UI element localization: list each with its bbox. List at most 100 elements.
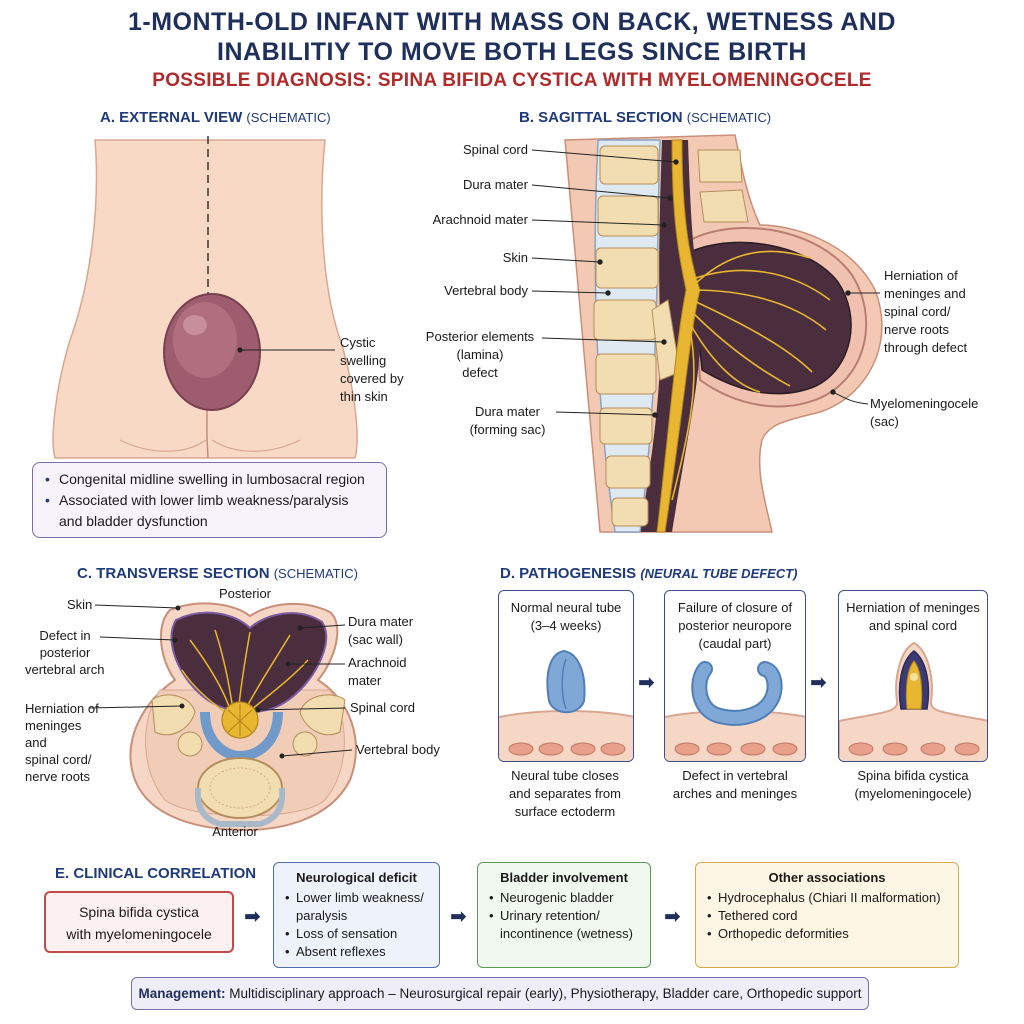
- label-posterior-elements: Posterior elements (lamina) defect: [415, 328, 545, 382]
- c-arach-l2: mater: [348, 673, 382, 688]
- pathogenesis-step-1: Normal neural tube (3–4 weeks): [498, 590, 634, 762]
- step1-bottom-l1: Neural tube closes: [511, 768, 619, 783]
- cystic-label-l2: swelling: [340, 353, 387, 368]
- note-bullet-1: Congenital midline swelling in lumbosacr…: [43, 469, 376, 490]
- c-hern-l3: spinal cord/: [25, 752, 92, 767]
- section-b-title: B. SAGITTAL SECTION (SCHEMATIC): [519, 109, 771, 126]
- note-bullet-2-cont: and bladder dysfunction: [59, 513, 208, 529]
- step3-caption: Spina bifida cystica (myelomeningocele): [838, 767, 988, 803]
- step2-bottom-l1: Defect in vertebral: [682, 768, 788, 783]
- dura-sac-l1: Dura mater: [474, 404, 541, 419]
- cystic-label-l3: covered by: [340, 371, 404, 386]
- step2-top-l2: posterior neuropore: [678, 618, 792, 633]
- neurological-deficit-box: Neurological deficit Lower limb weakness…: [273, 862, 440, 968]
- c-dura-l2: (sac wall): [348, 632, 403, 647]
- management-label: Management:: [138, 986, 226, 1001]
- arrow-e-3: ➡: [664, 906, 681, 928]
- bladder-item-2: Urinary retention/: [488, 907, 640, 925]
- section-c-title-suffix: (SCHEMATIC): [273, 566, 358, 581]
- other-item-3: Orthopedic deformities: [706, 925, 948, 943]
- bladder-heading: Bladder involvement: [500, 870, 628, 885]
- other-item-1: Hydrocephalus (Chiari II malformation): [706, 889, 948, 907]
- section-a-title: A. EXTERNAL VIEW (SCHEMATIC): [100, 109, 331, 126]
- step2-bottom-l2: arches and meninges: [672, 786, 798, 801]
- step3-bottom-l2: (myelomeningocele): [854, 786, 972, 801]
- step1-caption: Neural tube closes and separates from su…: [490, 767, 640, 821]
- label-c-arachnoid: Arachnoid mater: [348, 654, 438, 690]
- note-bullet-2: Associated with lower limb weakness/para…: [43, 490, 376, 511]
- pathogenesis-step-2: Failure of closure of posterior neuropor…: [664, 590, 806, 762]
- diagnosis-box: Spina bifida cystica with myelomeningoce…: [44, 891, 234, 953]
- label-myelomeningocele: Myelomeningocele (sac): [870, 395, 1000, 431]
- neuro-item-2: Loss of sensation: [284, 925, 429, 943]
- bladder-involvement-box: Bladder involvement Neurogenic bladder U…: [477, 862, 651, 968]
- posterior-l2: (lamina): [456, 347, 504, 362]
- section-c-title: C. TRANSVERSE SECTION (SCHEMATIC): [77, 565, 358, 582]
- neuro-item-1: Lower limb weakness/: [284, 889, 429, 907]
- page-title-line-2: INABILITIY TO MOVE BOTH LEGS SINCE BIRTH: [217, 38, 807, 66]
- label-skin: Skin: [502, 250, 528, 265]
- bladder-item-1: Neurogenic bladder: [488, 889, 640, 907]
- section-e-title: E. CLINICAL CORRELATION: [55, 865, 257, 882]
- step2-top-l1: Failure of closure of: [677, 600, 793, 615]
- label-c-vertebral-body: Vertebral body: [356, 742, 440, 757]
- neuro-item-1-cont: paralysis: [296, 908, 348, 923]
- label-arachnoid-mater: Arachnoid mater: [432, 212, 528, 227]
- bladder-item-2-cont: incontinence (wetness): [500, 926, 633, 941]
- diagnosis-l2: with myelomeningocele: [66, 926, 212, 942]
- neuro-heading: Neurological deficit: [296, 870, 417, 885]
- cystic-swelling-label: Cystic swelling covered by thin skin: [340, 334, 420, 406]
- section-d-title-suffix: (NEURAL TUBE DEFECT): [640, 566, 798, 581]
- label-spinal-cord: Spinal cord: [462, 142, 528, 157]
- management-bar: Management: Multidisciplinary approach –…: [131, 977, 869, 1010]
- step1-top-l2: (3–4 weeks): [530, 618, 602, 633]
- section-b-title-text: B. SAGITTAL SECTION: [519, 109, 683, 126]
- c-hern-l4: nerve roots: [25, 769, 91, 784]
- herniation-l2: meninges and: [884, 286, 966, 301]
- label-anterior: Anterior: [212, 824, 258, 839]
- pathogenesis-step-3: Herniation of meninges and spinal cord: [838, 590, 988, 762]
- step3-top-l2: and spinal cord: [868, 618, 958, 633]
- diagnosis-l1: Spina bifida cystica: [79, 904, 199, 920]
- label-c-skin: Skin: [67, 597, 93, 612]
- step3-bottom-l1: Spina bifida cystica: [857, 768, 969, 783]
- herniation-l5: through defect: [884, 340, 968, 355]
- cystic-label-l4: thin skin: [340, 389, 388, 404]
- diagnosis-subtitle: POSSIBLE DIAGNOSIS: SPINA BIFIDA CYSTICA…: [152, 70, 872, 91]
- normal-neural-tube-icon: [499, 649, 633, 761]
- step1-bottom-l3: surface ectoderm: [514, 804, 616, 819]
- section-d-title-text: D. PATHOGENESIS: [500, 565, 637, 582]
- section-b-title-suffix: (SCHEMATIC): [686, 110, 772, 125]
- arrow-d-2: ➡: [810, 672, 827, 694]
- page-title-line-1: 1-MONTH-OLD INFANT WITH MASS ON BACK, WE…: [128, 8, 896, 36]
- herniation-l4: nerve roots: [884, 322, 950, 337]
- label-vertebral-body: Vertebral body: [444, 283, 528, 298]
- label-dura-mater: Dura mater: [462, 177, 528, 192]
- step3-top-l1: Herniation of meninges: [846, 600, 980, 615]
- c-hern-l1: Herniation of: [25, 701, 99, 716]
- posterior-l3: defect: [462, 365, 498, 380]
- label-c-dura: Dura mater (sac wall): [348, 613, 438, 649]
- other-associations-box: Other associations Hydrocephalus (Chiari…: [695, 862, 959, 968]
- c-arach-l1: Arachnoid: [348, 655, 407, 670]
- section-d-title: D. PATHOGENESIS (NEURAL TUBE DEFECT): [500, 565, 798, 582]
- other-heading: Other associations: [768, 870, 886, 885]
- section-a-title-text: A. EXTERNAL VIEW: [100, 109, 243, 126]
- posterior-l1: Posterior elements: [425, 329, 535, 344]
- dura-sac-l2: (forming sac): [469, 422, 546, 437]
- c-hern-l2: meninges and: [25, 718, 82, 750]
- other-item-2: Tethered cord: [706, 907, 948, 925]
- management-text: Multidisciplinary approach – Neurosurgic…: [225, 986, 862, 1001]
- herniation-sac-icon: [839, 641, 987, 761]
- section-a-title-suffix: (SCHEMATIC): [246, 110, 331, 125]
- step2-caption: Defect in vertebral arches and meninges: [660, 767, 810, 803]
- label-posterior: Posterior: [218, 586, 272, 601]
- neuro-item-3: Absent reflexes: [284, 943, 429, 961]
- section-c-title-text: C. TRANSVERSE SECTION: [77, 565, 270, 582]
- defect-l3: vertebral arch: [25, 662, 105, 677]
- myelo-l1: Myelomeningocele: [870, 396, 979, 411]
- arrow-e-1: ➡: [244, 906, 261, 928]
